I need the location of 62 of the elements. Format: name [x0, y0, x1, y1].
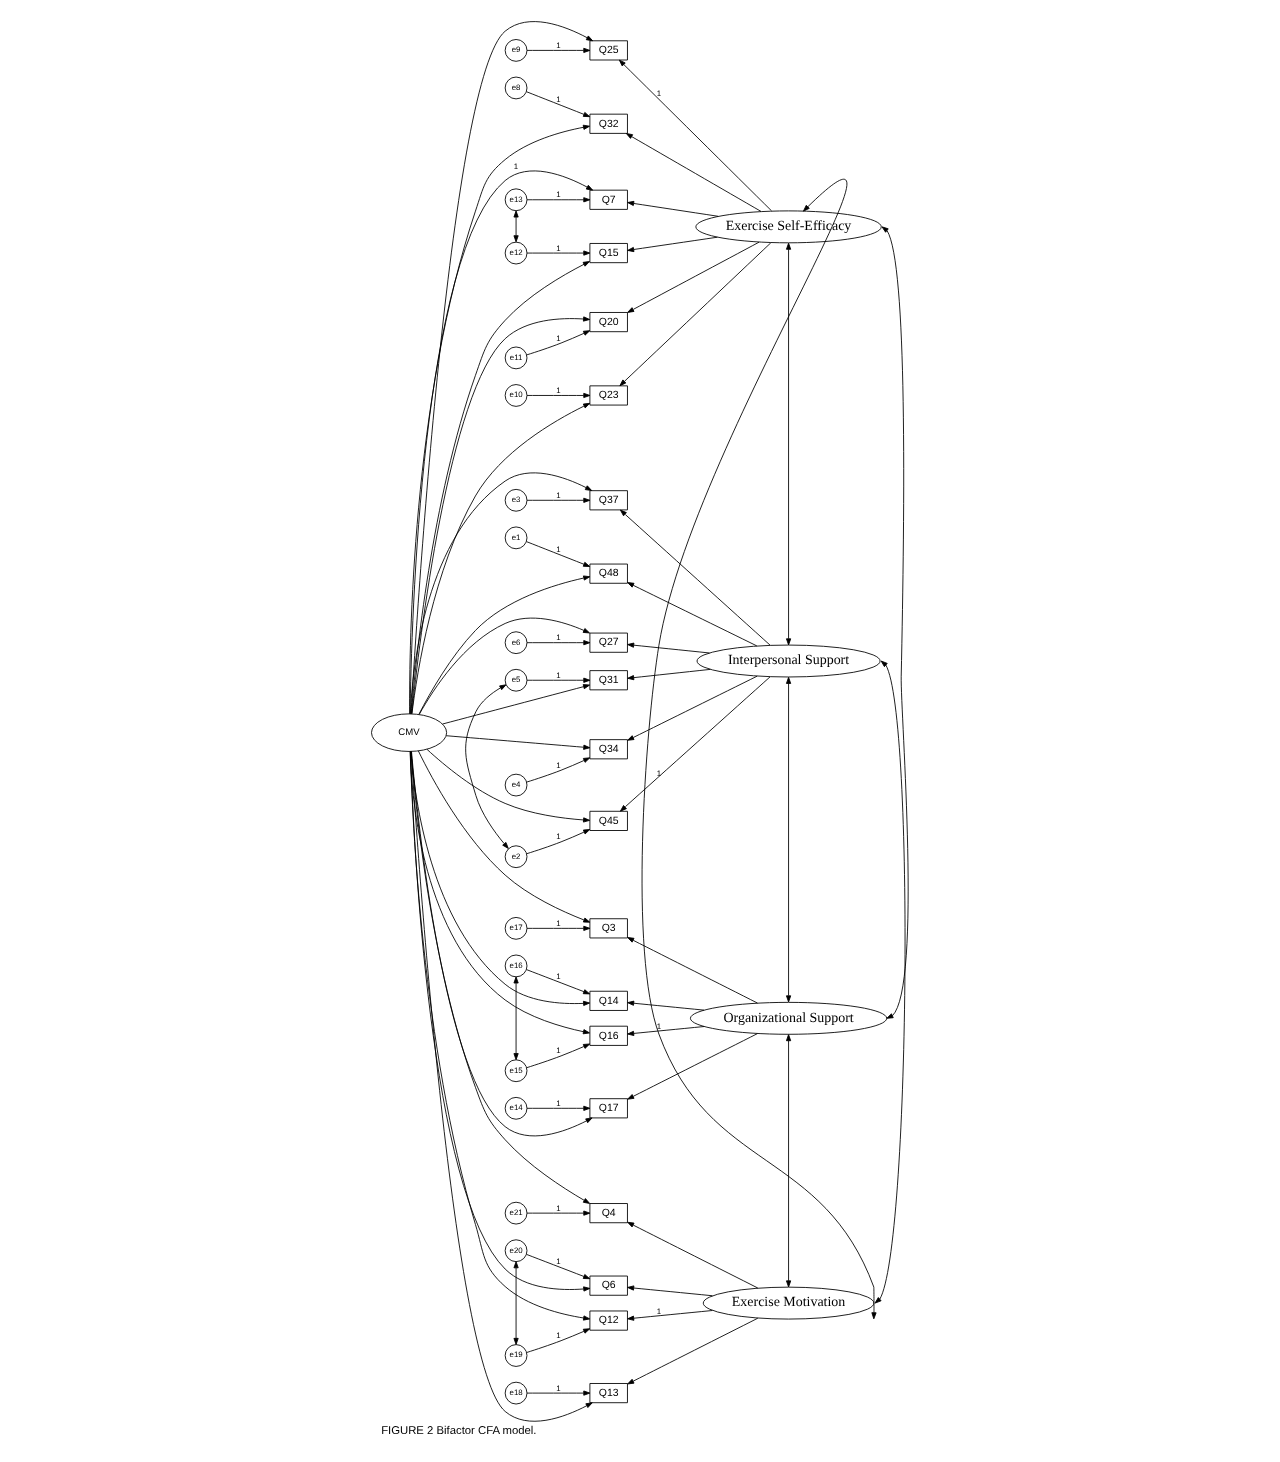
- arrow: [874, 660, 906, 1304]
- arrow: [411, 751, 593, 1137]
- arrow: [526, 392, 591, 399]
- arrow: [445, 735, 591, 750]
- arrow: [526, 1210, 591, 1216]
- arrow: [442, 684, 591, 725]
- arrow: [627, 675, 758, 741]
- arrow: [627, 1221, 759, 1289]
- arrow: [526, 1390, 591, 1396]
- arrow: [627, 1000, 705, 1011]
- arrow: [526, 197, 591, 203]
- arrow: [627, 1026, 705, 1036]
- arrow: [526, 1105, 591, 1111]
- arrow: [526, 757, 591, 783]
- arrow: [409, 472, 593, 715]
- arrow: [526, 925, 591, 931]
- arrow: [526, 1328, 591, 1353]
- arrow: [627, 1317, 759, 1385]
- arrow: [411, 402, 591, 715]
- arrow: [410, 21, 594, 715]
- arrow: [627, 582, 758, 647]
- arrow: [465, 684, 509, 849]
- arrow: [627, 668, 711, 681]
- arrow: [526, 677, 591, 683]
- arrow: [513, 210, 519, 243]
- arrow: [627, 236, 718, 253]
- arrow: [627, 642, 710, 654]
- arrow: [526, 330, 591, 356]
- arrow: [881, 226, 909, 1019]
- arrow: [627, 1310, 713, 1321]
- arrow: [627, 241, 760, 313]
- arrow: [418, 617, 590, 715]
- arrow: [627, 1285, 713, 1297]
- arrow: [641, 179, 877, 1320]
- arrow: [526, 829, 591, 855]
- arrow: [526, 969, 591, 995]
- arrow: [526, 250, 591, 256]
- arrow: [526, 541, 591, 567]
- arrow: [627, 1033, 758, 1100]
- arrow: [526, 640, 591, 646]
- arrow: [526, 1254, 591, 1280]
- arrow: [620, 676, 771, 812]
- arrow: [410, 751, 593, 1422]
- arrow: [417, 750, 591, 923]
- arrow: [410, 751, 591, 1204]
- arrow: [618, 59, 772, 212]
- arrow: [620, 509, 771, 646]
- arrow: [526, 91, 591, 118]
- arrow: [786, 676, 792, 1003]
- arrow: [526, 497, 591, 503]
- arrow: [786, 242, 792, 646]
- arrow: [513, 976, 519, 1061]
- arrow: [513, 1261, 519, 1345]
- arrow: [786, 1034, 792, 1288]
- arrow: [526, 1043, 591, 1069]
- arrow: [627, 937, 758, 1004]
- arrow: [619, 242, 772, 387]
- arrow: [426, 748, 591, 823]
- arrow: [625, 133, 762, 212]
- arrow: [627, 200, 719, 217]
- arrow: [418, 575, 591, 715]
- arrow: [526, 47, 591, 53]
